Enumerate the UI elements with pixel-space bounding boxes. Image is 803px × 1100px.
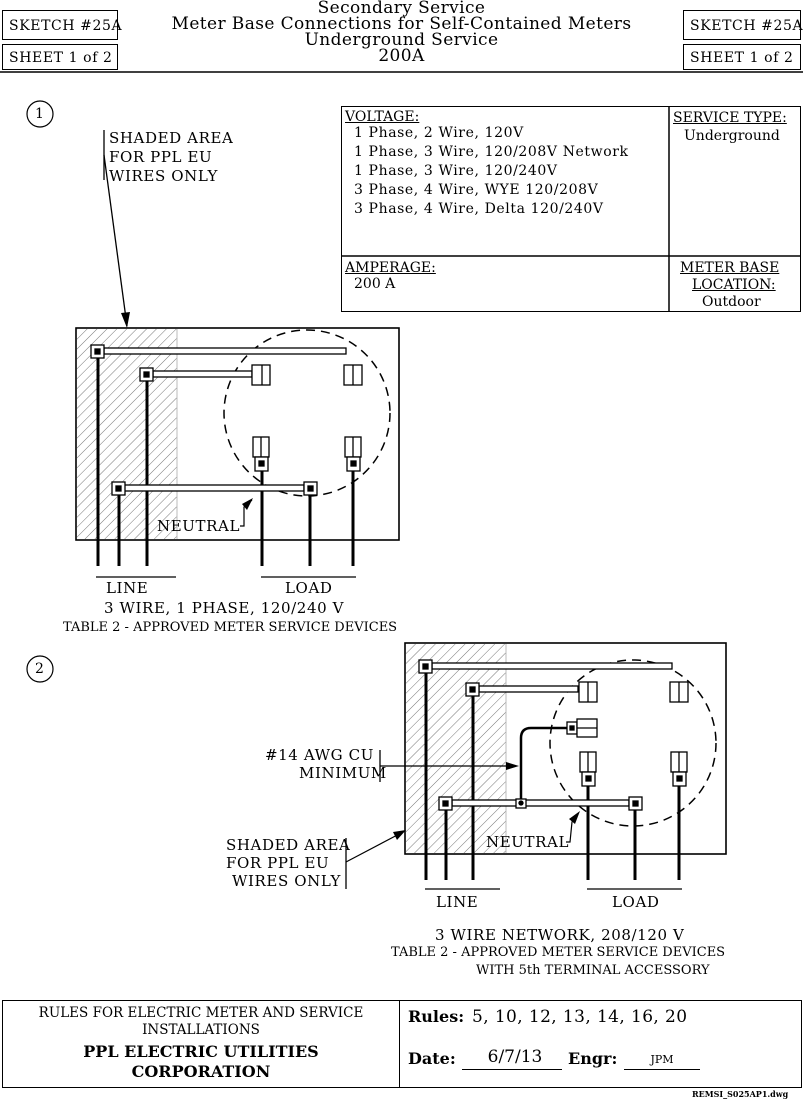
voltage-heading: VOLTAGE: <box>345 109 420 125</box>
diagram-2-meter-circle <box>549 659 717 827</box>
diagram-1-neutral-arrowhead <box>242 498 253 510</box>
footer-rules-label: Rules: <box>408 1007 465 1026</box>
sketch-label-box-left: SKETCH #25A <box>2 10 122 40</box>
footer-rules-value: 5, 10, 12, 13, 14, 16, 20 <box>472 1007 688 1027</box>
voltage-line-3: 1 Phase, 3 Wire, 120/240V <box>354 163 558 179</box>
diagram-1-number-circle <box>26 100 54 128</box>
footer-date-value: 6/7/13 <box>487 1047 543 1067</box>
voltage-line-5: 3 Phase, 4 Wire, Delta 120/240V <box>354 201 604 217</box>
diagram-2-terminals <box>418 659 689 811</box>
amperage-value: 200 A <box>354 276 396 292</box>
footer-company-1: PPL ELECTRIC UTILITIES <box>83 1042 319 1061</box>
diagram-2-load-label: LOAD <box>612 893 660 911</box>
amperage-heading: AMPERAGE: <box>345 260 436 276</box>
diagram-1-caption-1: 3 WIRE, 1 PHASE, 120/240 V <box>104 599 345 617</box>
service-type-heading: SERVICE TYPE: <box>673 110 787 126</box>
diagram-1-neutral-label: NEUTRAL <box>157 517 241 535</box>
footer-engr-underline <box>624 1069 700 1070</box>
title-line-4: 200A <box>378 46 425 66</box>
title-line-1: Secondary Service <box>317 0 486 18</box>
sketch-label-right: SKETCH #25A <box>690 18 803 34</box>
info-table <box>341 106 801 312</box>
diagram-2-note-leader <box>345 831 404 863</box>
meter-base-location-value: Outdoor <box>702 294 761 310</box>
footer-company-2: CORPORATION <box>131 1062 271 1081</box>
diagram-1-shaded-note-3: WIRES ONLY <box>109 167 218 185</box>
diagram-1-number: 1 <box>35 106 44 122</box>
diagram-2-awg-arrowhead <box>506 762 519 770</box>
footer-company-block: RULES FOR ELECTRIC METER AND SERVICE INS… <box>2 1000 400 1088</box>
diagram-2-caption-2: TABLE 2 - APPROVED METER SERVICE DEVICES <box>391 945 726 960</box>
diagram-2-awg-note-2: MINIMUM <box>299 764 387 782</box>
meter-base-location-heading: LOCATION: <box>692 277 776 293</box>
diagram-2-shaded-note-3: WIRES ONLY <box>232 872 341 890</box>
diagram-1-shaded-note-2: FOR PPL EU <box>109 148 213 166</box>
sketch-label-left: SKETCH #25A <box>9 18 123 34</box>
diagram-2-number: 2 <box>35 661 44 677</box>
footer-engr-label: Engr: <box>568 1049 618 1068</box>
footer-rules-block: Rules: 5, 10, 12, 13, 14, 16, 20 Date: 6… <box>399 1000 802 1088</box>
diagram-2-shaded-note-1: SHADED AREA <box>226 836 351 854</box>
diagram-2-awg-wire <box>519 726 572 800</box>
diagram-1-note-leader <box>103 154 128 327</box>
voltage-line-2: 1 Phase, 3 Wire, 120/208V Network <box>354 144 629 160</box>
diagram-2-wires <box>424 671 681 880</box>
footer-date-underline <box>462 1069 562 1070</box>
footer-date-label: Date: <box>408 1049 456 1068</box>
diagram-1-meter-circle <box>223 329 391 497</box>
diagram-2-shaded-note-2: FOR PPL EU <box>226 854 330 872</box>
diagram-1-leader-arrowhead <box>121 312 130 328</box>
sheet-label-box-left: SHEET 1 of 2 <box>2 44 118 70</box>
diagram-1-load-label: LOAD <box>285 579 333 597</box>
diagram-1-line-label: LINE <box>106 579 149 597</box>
diagram-1-caption-2: TABLE 2 - APPROVED METER SERVICE DEVICES <box>63 620 398 635</box>
voltage-line-4: 3 Phase, 4 Wire, WYE 120/208V <box>354 182 599 198</box>
sheet-label-right: SHEET 1 of 2 <box>690 50 794 66</box>
diagram-2-number-circle <box>26 655 54 683</box>
diagram-1-shaded-area <box>77 329 177 539</box>
footer-rules-heading-2: INSTALLATIONS <box>142 1022 260 1038</box>
diagram-2-caption-3: WITH 5th TERMINAL ACCESSORY <box>476 963 710 978</box>
diagram-2-shaded-area <box>406 644 506 853</box>
page-title: Secondary Service Meter Base Connections… <box>120 0 683 66</box>
sheet-label-box-right: SHEET 1 of 2 <box>683 44 801 70</box>
title-line-3: Underground Service <box>304 30 499 50</box>
voltage-line-1: 1 Phase, 2 Wire, 120V <box>354 125 524 141</box>
diagram-2-caption-1: 3 WIRE NETWORK, 208/120 V <box>435 926 685 944</box>
meter-base-heading: METER BASE <box>680 260 780 276</box>
diagram-1-terminals <box>90 344 363 496</box>
sheet-label-left: SHEET 1 of 2 <box>9 50 113 66</box>
diagram-2-neutral-label: NEUTRAL <box>486 833 570 851</box>
diagram-2-note-arrowhead <box>393 830 406 840</box>
sketch-label-box-right: SKETCH #25A <box>683 10 803 40</box>
diagram-2-line-label: LINE <box>436 893 479 911</box>
footer-filename: REMSI_S025AP1.dwg <box>692 1089 789 1099</box>
service-type-value: Underground <box>684 128 780 144</box>
diagram-2-awg-note-1: #14 AWG CU <box>265 746 374 764</box>
diagram-1-shaded-note-1: SHADED AREA <box>109 129 234 147</box>
footer-rules-heading: RULES FOR ELECTRIC METER AND SERVICE <box>38 1005 364 1021</box>
title-line-2: Meter Base Connections for Self-Containe… <box>171 14 632 34</box>
diagram-2-neutral-arrowhead <box>569 811 580 824</box>
footer-engr-value: JPM <box>650 1053 674 1066</box>
